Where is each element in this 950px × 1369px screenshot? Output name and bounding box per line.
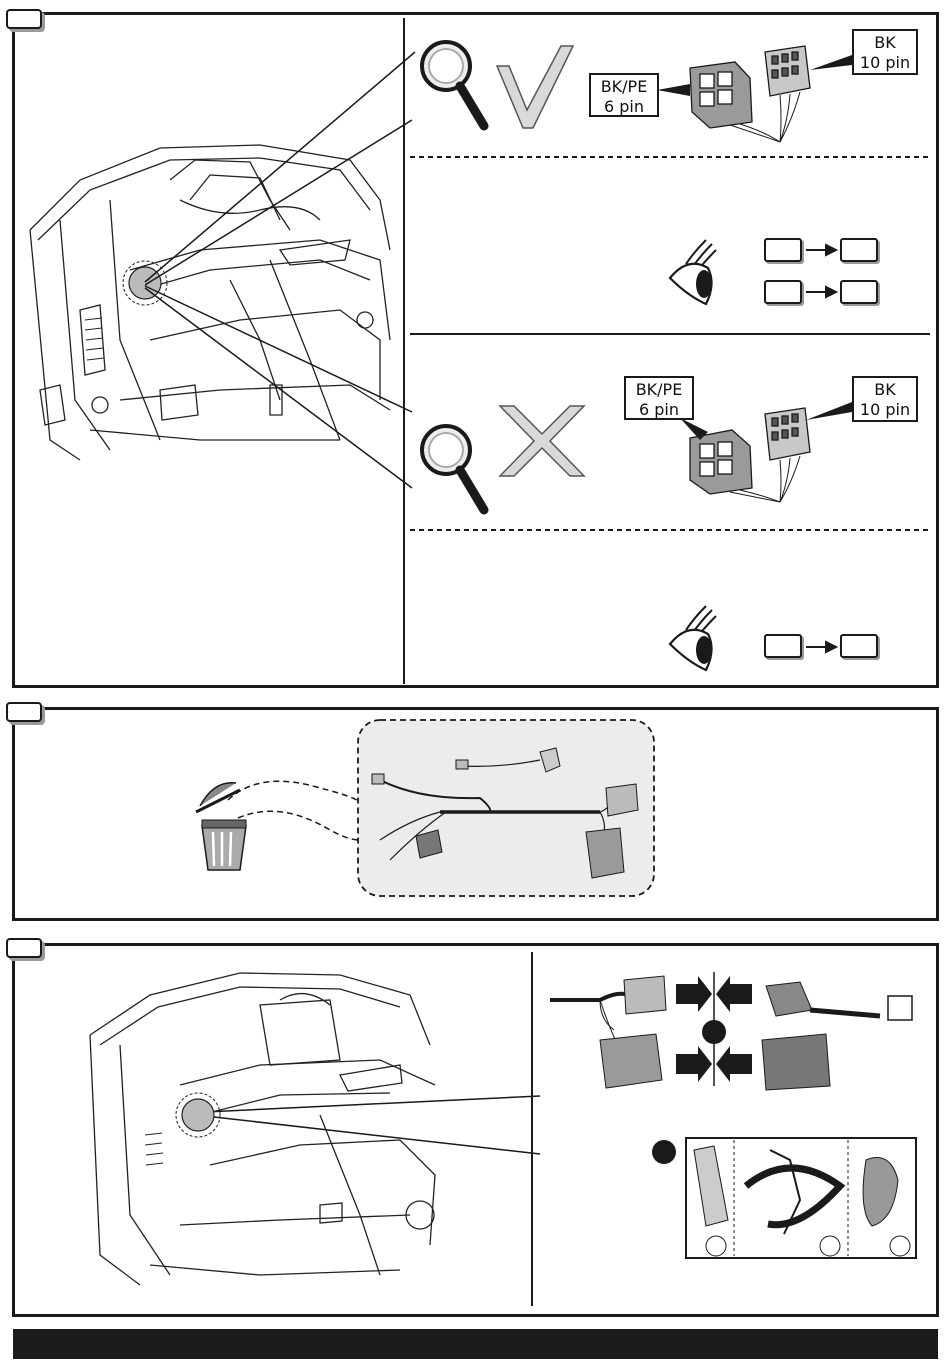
footer-bar [13, 1329, 938, 1359]
sealing-steps-inset [0, 0, 950, 1300]
